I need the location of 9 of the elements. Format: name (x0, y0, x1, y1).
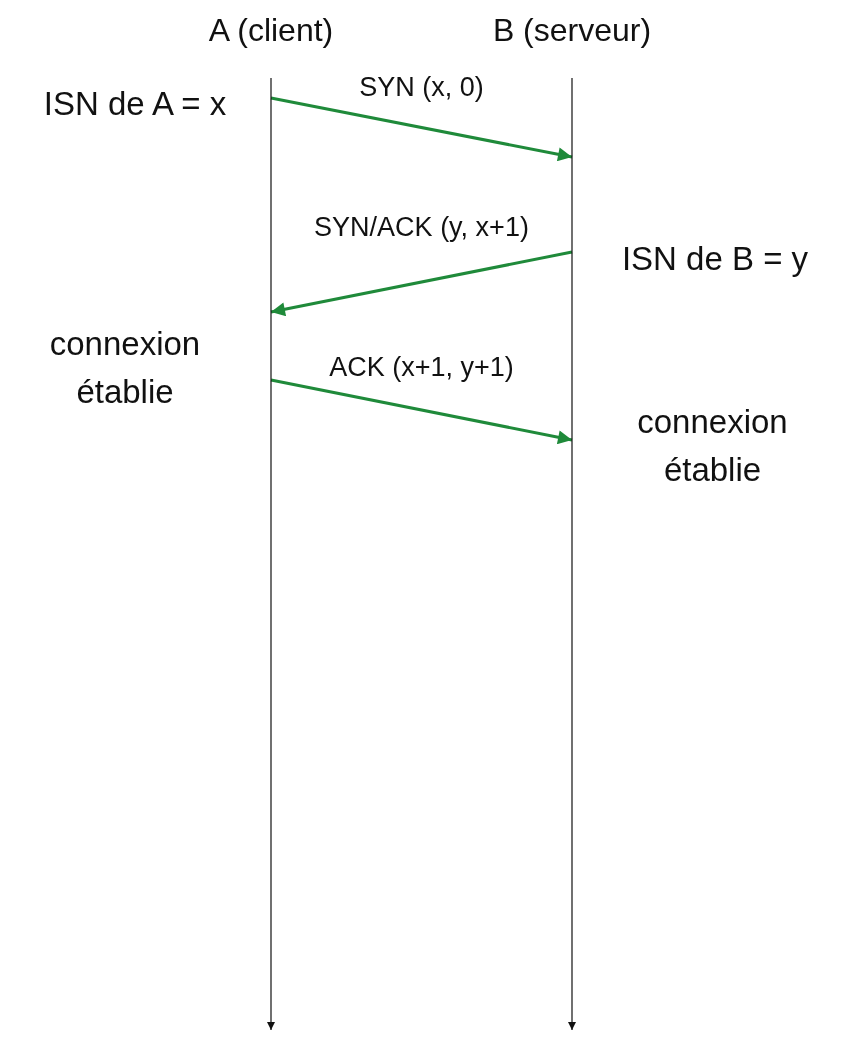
message-arrow (270, 378, 573, 445)
message-arrow (270, 96, 573, 162)
state-note: connexion établie (48, 324, 202, 412)
lifeline-header: A (client) (207, 12, 335, 49)
state-note: ISN de B = y (620, 239, 810, 279)
state-note: connexion établie (636, 402, 789, 490)
lifeline-header: B (serveur) (491, 12, 653, 49)
state-note: ISN de A = x (42, 84, 228, 124)
message-arrow (270, 250, 573, 317)
